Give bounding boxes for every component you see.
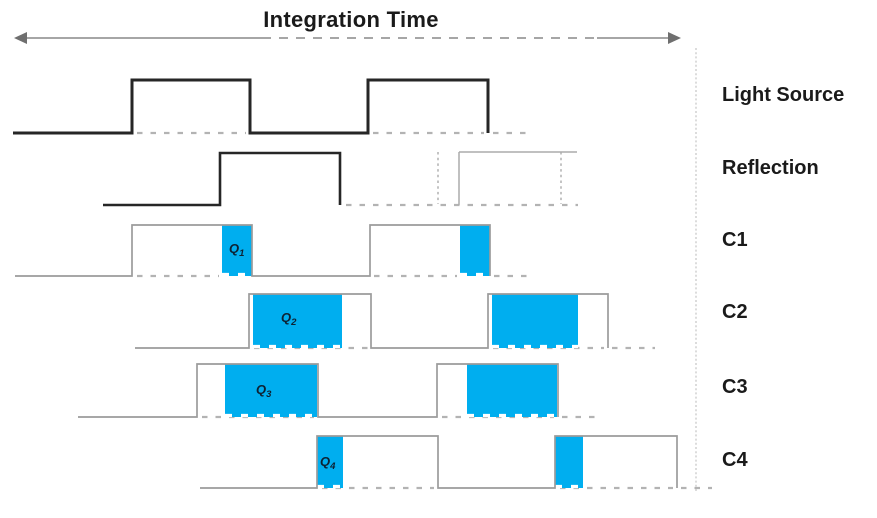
signal-label-reflection: Reflection xyxy=(722,157,819,179)
integration-time-arrow xyxy=(14,32,681,44)
signal-label-c1: C1 xyxy=(722,229,748,251)
c4-trace xyxy=(200,435,678,489)
c3-trace xyxy=(78,363,559,418)
c3-charge-region xyxy=(467,364,557,417)
c4-charge-region xyxy=(317,436,343,488)
c2-charge-label: Q2 xyxy=(281,310,297,328)
signal-light-source xyxy=(13,78,531,135)
signal-label-c3: C3 xyxy=(722,376,748,398)
signal-c2: Q2 xyxy=(135,293,655,350)
light-source-trace xyxy=(13,78,490,135)
arrow-head-right-icon xyxy=(668,32,681,44)
signal-c1: Q1 xyxy=(15,224,532,278)
reflection-trace xyxy=(103,151,342,207)
signal-c3: Q3 xyxy=(78,363,596,419)
c1-charge-label: Q1 xyxy=(229,241,244,259)
signal-label-c4: C4 xyxy=(722,449,748,471)
diagram-title: Integration Time xyxy=(263,7,439,32)
c2-charge-region xyxy=(253,294,342,348)
signal-c4: Q4 xyxy=(200,435,712,490)
c1-charge-region xyxy=(222,225,252,276)
c2-charge-region xyxy=(492,294,578,348)
signal-label-light-source: Light Source xyxy=(722,84,844,106)
c3-charge-label: Q3 xyxy=(256,382,272,400)
arrow-head-left-icon xyxy=(14,32,27,44)
c4-charge-region xyxy=(555,436,583,488)
c3-charge-region xyxy=(225,364,317,417)
signal-label-c2: C2 xyxy=(722,301,748,323)
signal-reflection xyxy=(103,151,578,207)
c1-trace xyxy=(15,224,491,277)
c4-charge-label: Q4 xyxy=(320,454,336,472)
c1-charge-region xyxy=(460,225,490,276)
c2-trace xyxy=(135,293,609,349)
